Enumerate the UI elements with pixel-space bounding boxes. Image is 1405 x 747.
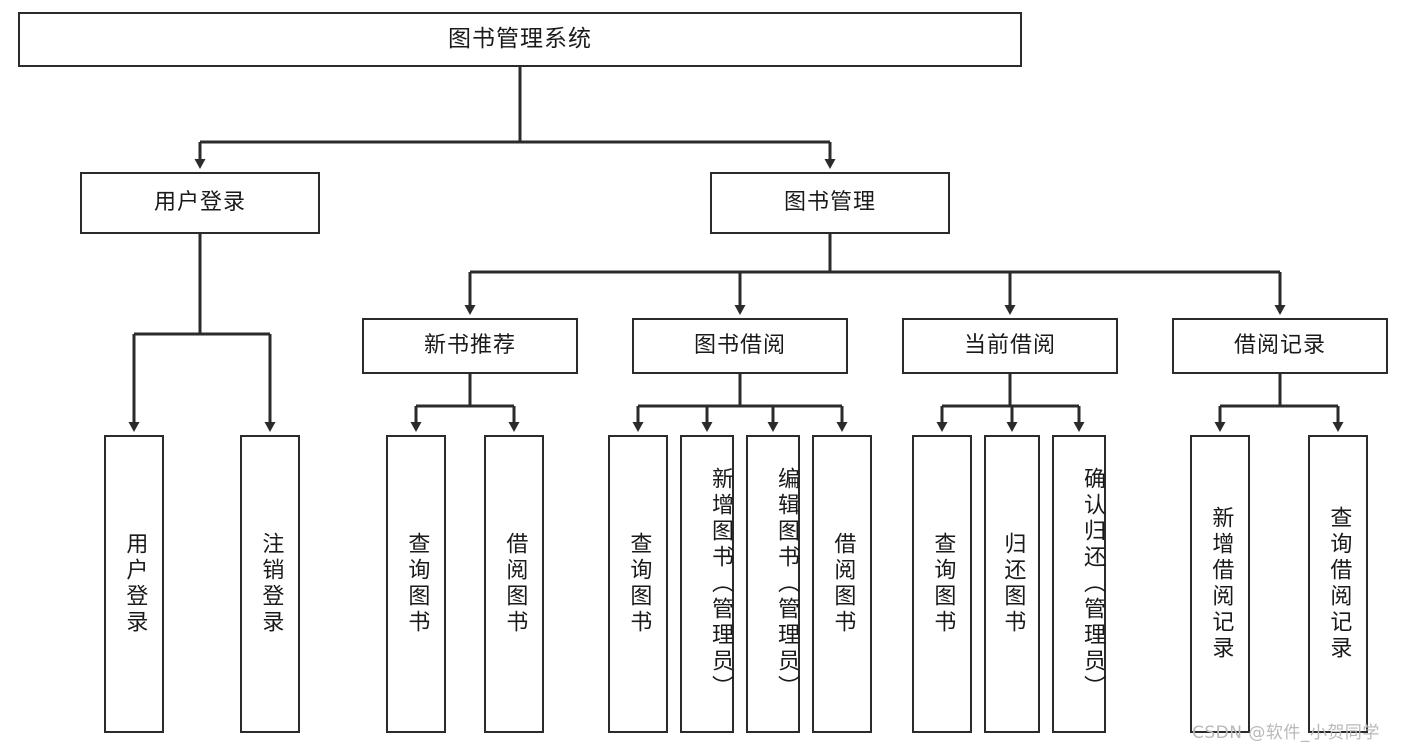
node-book-borrow[interactable]: 图书借阅	[632, 318, 848, 374]
leaf-confirm-return-admin[interactable]: 确认归还（管理员）	[1052, 435, 1106, 733]
node-book-management[interactable]: 图书管理	[710, 172, 950, 234]
node-current-borrow[interactable]: 当前借阅	[902, 318, 1118, 374]
node-borrow-record[interactable]: 借阅记录	[1172, 318, 1388, 374]
node-new-book-recommend[interactable]: 新书推荐	[362, 318, 578, 374]
leaf-borrow-book[interactable]: 借阅图书	[812, 435, 872, 733]
leaf-user-login[interactable]: 用户登录	[104, 435, 164, 733]
leaf-query-book-borrow[interactable]: 查询图书	[608, 435, 668, 733]
node-user-login[interactable]: 用户登录	[80, 172, 320, 234]
leaf-add-book-admin[interactable]: 新增图书（管理员）	[680, 435, 734, 733]
node-root[interactable]: 图书管理系统	[18, 12, 1022, 67]
watermark: CSDN @软件_小贺同学	[1192, 723, 1380, 743]
leaf-add-borrow-record[interactable]: 新增借阅记录	[1190, 435, 1250, 733]
leaf-edit-book-admin[interactable]: 编辑图书（管理员）	[746, 435, 800, 733]
leaf-user-logout[interactable]: 注销登录	[240, 435, 300, 733]
leaf-return-book[interactable]: 归还图书	[984, 435, 1040, 733]
leaf-query-borrow-record[interactable]: 查询借阅记录	[1308, 435, 1368, 733]
leaf-query-book-newbook[interactable]: 查询图书	[386, 435, 446, 733]
leaf-borrow-book-newbook[interactable]: 借阅图书	[484, 435, 544, 733]
leaf-query-book-current[interactable]: 查询图书	[912, 435, 972, 733]
